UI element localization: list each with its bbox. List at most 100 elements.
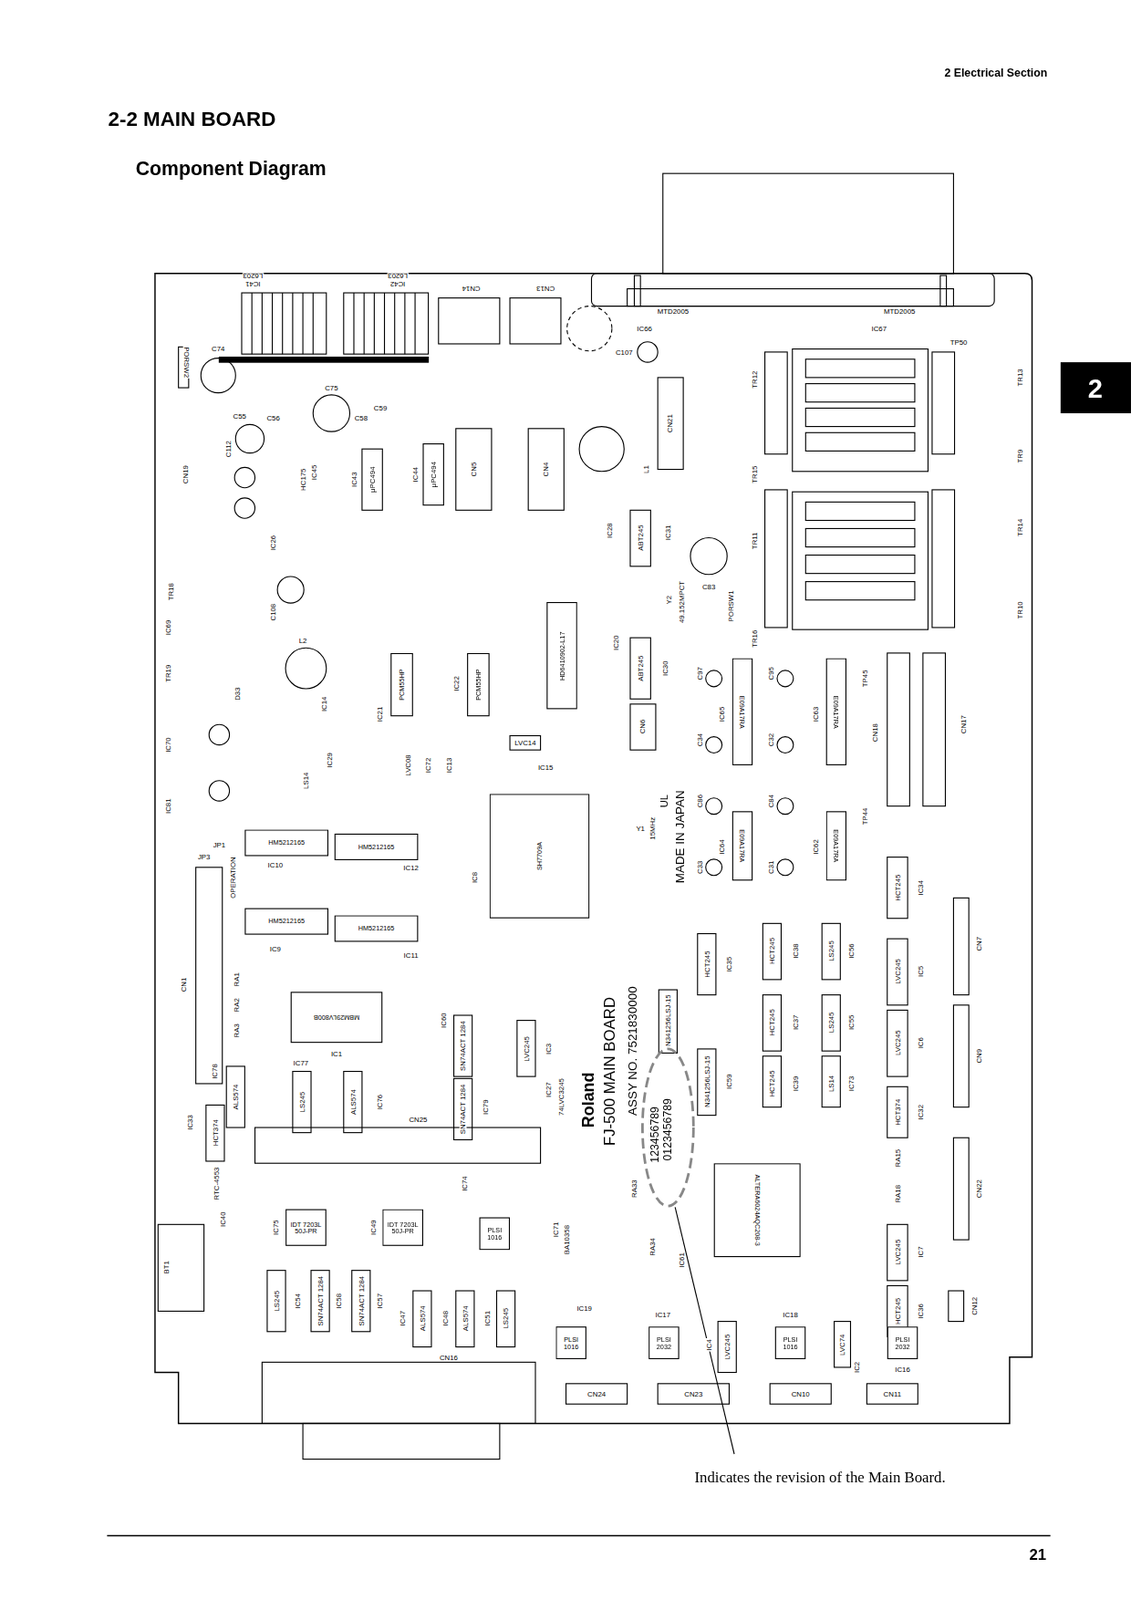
component-label: JP1: [212, 840, 228, 849]
component-label: IC2: [852, 1360, 861, 1374]
component-label: IC43: [350, 470, 358, 488]
component-label: IC18: [781, 1310, 799, 1318]
component-label: HCT374: [893, 1098, 902, 1127]
chip-box: E09A17RA: [826, 657, 847, 765]
chip-box: HM5212165: [244, 908, 329, 935]
component-label: C55: [231, 412, 248, 420]
component-label: CN12: [970, 1296, 978, 1317]
component-label: μPC494: [368, 465, 376, 494]
component-label: LS245: [298, 1090, 306, 1114]
component-label: ALS574: [349, 1088, 357, 1116]
chip-label: PLSI 1016: [556, 1335, 585, 1351]
component-label: ALS574: [231, 1082, 239, 1111]
component-label: BT1: [162, 1259, 170, 1276]
chip-box: SH7709A: [489, 793, 591, 918]
chip-label: PCM55HP: [474, 668, 482, 700]
component-label: IC65: [718, 705, 727, 724]
component-label: IC51: [484, 1309, 492, 1328]
component-label: RA18: [893, 1183, 902, 1204]
component-label: IC38: [791, 942, 799, 960]
component-label: C107: [614, 348, 634, 356]
chip-label: E09A17RA: [832, 829, 841, 862]
component-label: IC21: [375, 705, 384, 724]
component-label: LS245: [827, 1010, 835, 1034]
component-label: C59: [373, 404, 389, 413]
component-label: IC45: [310, 464, 318, 482]
component-label: IC54: [294, 1292, 302, 1310]
component-label: IC47: [399, 1309, 407, 1328]
component-label: μPC494: [429, 460, 437, 489]
component-label: LVC245: [893, 1028, 902, 1057]
component-label: HCT245: [893, 1297, 902, 1326]
component-label: TR16: [750, 629, 758, 649]
component-label: LVC245: [893, 957, 902, 986]
component-label: IC60: [439, 1011, 447, 1029]
component-label: TR14: [1016, 518, 1024, 538]
component-label: C84: [767, 793, 775, 810]
component-label: LVC74: [839, 1333, 847, 1358]
component-label: ABT245: [636, 653, 644, 683]
component-label: IC48: [442, 1309, 450, 1328]
component-label: IC66: [635, 324, 654, 333]
component-label: 0123456789: [662, 1097, 674, 1163]
component-label: RA1: [232, 971, 240, 987]
component-label: FJ-500 MAIN BOARD: [601, 996, 617, 1147]
chip-label: E09A17RA: [738, 829, 747, 862]
component-label: SN74ACT 1284: [316, 1275, 324, 1328]
component-label: C31: [767, 860, 775, 876]
chip-label: MBM29LV800B: [313, 1013, 360, 1021]
chip-box: MBM29LV800B: [290, 991, 384, 1043]
component-label: IC49: [369, 1218, 377, 1236]
component-label: IC56: [848, 942, 856, 960]
component-label: IC26: [269, 534, 278, 552]
chip-label: HM5212165: [268, 917, 305, 925]
component-label: TR15: [750, 464, 758, 484]
component-label: 15MHz: [649, 816, 657, 841]
component-label: SN74ACT 1284: [459, 1082, 467, 1135]
component-label: IC10: [266, 861, 284, 870]
component-label: N341256LSJ-15: [664, 993, 672, 1048]
component-label: LVC245: [723, 1333, 731, 1361]
chip-box: E09A17RA: [732, 810, 753, 881]
component-label: C75: [323, 383, 340, 392]
component-label: 2 Electrical Section: [943, 67, 1048, 79]
chip-label: HM5212165: [358, 842, 395, 851]
component-label: IC11: [402, 951, 419, 959]
component-label: MTD2005: [882, 307, 917, 315]
component-label: IC62: [812, 838, 820, 856]
figure-caption: Indicates the revision of the Main Board…: [693, 1469, 946, 1485]
chip-label: PLSI 2032: [649, 1335, 678, 1351]
component-label: TP44: [861, 806, 869, 826]
component-label: C108: [269, 602, 278, 623]
component-label: IC74: [460, 1174, 468, 1193]
component-label: LS14: [302, 770, 311, 790]
chip-box: HM5212165: [334, 833, 419, 861]
chip-label: IDT 7203L 50J-PR: [383, 1219, 422, 1235]
component-label: 49.152MPCT: [677, 580, 685, 624]
chip-box: PLSI 1016: [775, 1326, 807, 1360]
component-label: SN74ACT 1284: [357, 1275, 365, 1328]
component-label: L6203: [386, 272, 409, 281]
component-label: CN22: [975, 1178, 983, 1199]
component-label: LS245: [272, 1289, 281, 1313]
component-label: RA33: [631, 1178, 639, 1199]
component-label: TR13: [1016, 367, 1024, 387]
component-label: 21: [1027, 1546, 1048, 1562]
component-label: L2: [298, 637, 309, 645]
component-label: CN4: [541, 461, 550, 478]
chip-box: E09A17RA: [732, 657, 753, 765]
component-label: IC76: [375, 1093, 384, 1111]
component-label: IC81: [165, 797, 173, 815]
component-label: IC77: [291, 1059, 310, 1068]
component-label: IC58: [334, 1292, 343, 1310]
chip-box: HD6410902-L17: [546, 601, 578, 709]
component-label: IC57: [375, 1292, 384, 1310]
component-label: LVC245: [522, 1035, 530, 1063]
component-label: OPERATION: [228, 855, 237, 900]
component-label: IC17: [653, 1310, 672, 1318]
component-label: IC30: [661, 659, 669, 677]
component-label: IC29: [325, 751, 333, 769]
component-label: IC31: [664, 524, 672, 542]
component-label: TR11: [750, 530, 758, 550]
component-label: IC35: [726, 955, 734, 974]
